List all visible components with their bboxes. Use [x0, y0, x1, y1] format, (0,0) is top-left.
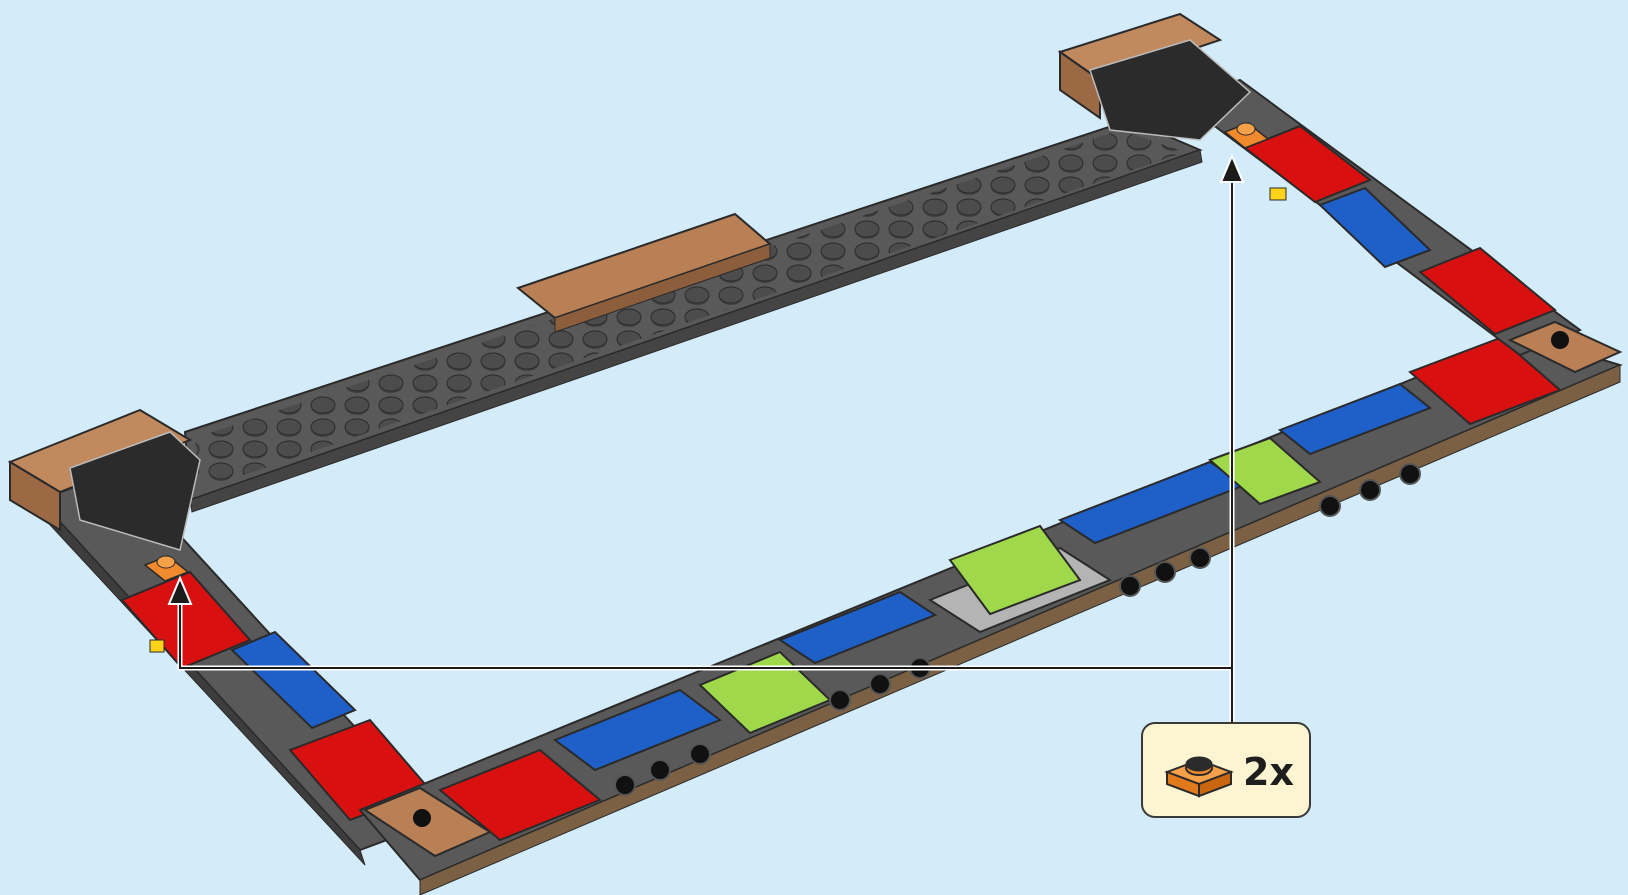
orange-1x1-plate-icon — [1163, 746, 1235, 802]
arrow-head-right — [1221, 156, 1243, 182]
right-rail — [1180, 80, 1580, 355]
back-rail — [185, 120, 1202, 512]
parts-callout: 2x — [1141, 722, 1311, 818]
part-quantity: 2x — [1243, 750, 1294, 794]
front-rail — [360, 335, 1620, 895]
left-yellow-tile — [150, 640, 164, 652]
back-rail-studs — [195, 130, 1185, 490]
right-yellow-tile — [1270, 188, 1286, 200]
